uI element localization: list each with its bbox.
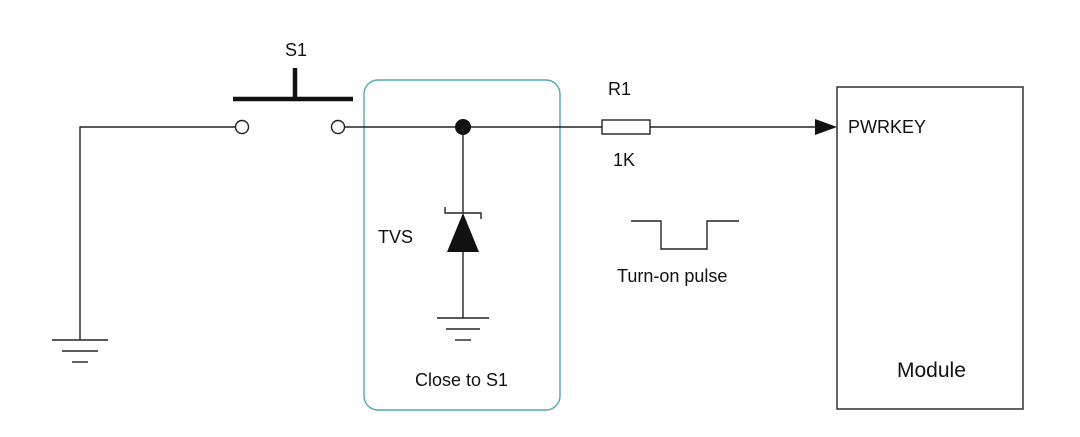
close-to-s1-note: Close to S1 <box>415 370 508 390</box>
tvs-ground-symbol <box>437 317 489 341</box>
resistor-r1 <box>601 119 651 135</box>
resistor-label: R1 <box>608 79 631 99</box>
arrow-head <box>815 119 837 135</box>
tvs-diode-symbol <box>444 207 482 252</box>
turn-on-pulse-waveform <box>631 220 739 250</box>
push-button-s1 <box>233 68 353 135</box>
module-label: Module <box>897 359 966 382</box>
pwrkey-label: PWRKEY <box>848 117 926 137</box>
tvs-label: TVS <box>378 227 413 247</box>
module-box <box>836 86 1024 410</box>
pulse-label: Turn-on pulse <box>617 266 727 286</box>
tvs-placement-box <box>363 79 561 411</box>
resistor-value: 1K <box>613 150 635 170</box>
switch-label: S1 <box>285 40 307 60</box>
left-ground-wire <box>79 126 242 340</box>
left-ground-symbol <box>52 339 108 363</box>
